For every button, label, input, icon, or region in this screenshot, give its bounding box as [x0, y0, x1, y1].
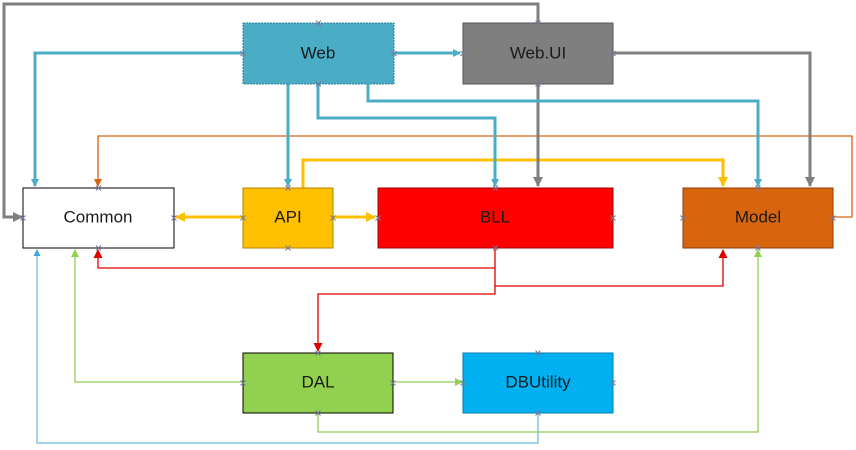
edge-web-bll	[316, 84, 499, 187]
connection-point-icon	[830, 215, 836, 221]
connection-point-icon	[315, 20, 322, 26]
edge-web-common	[31, 51, 243, 187]
node-dal[interactable]: DAL	[242, 352, 394, 414]
connection-point-icon	[315, 410, 321, 416]
connection-point-icon	[610, 215, 616, 221]
connection-point-icon	[330, 215, 336, 221]
connection-point-icon	[20, 215, 26, 221]
connection-point-icon	[535, 350, 541, 356]
node-dbutility[interactable]: DBUtility	[462, 352, 614, 414]
node-webui[interactable]: Web.UI	[462, 22, 614, 85]
connection-point-icon	[610, 50, 616, 57]
connection-point-icon	[535, 81, 541, 87]
connection-point-icon	[315, 350, 321, 356]
connection-point-icon	[460, 50, 466, 57]
node-model-label: Model	[735, 208, 781, 227]
node-web[interactable]: Web	[242, 22, 395, 85]
node-bll[interactable]: BLL	[377, 187, 614, 249]
edge-dal-model	[317, 249, 762, 433]
connection-point-icon	[240, 50, 246, 57]
connection-point-icon	[285, 245, 291, 251]
edge-dbutility-common	[33, 249, 539, 444]
connection-point-icon	[95, 245, 102, 251]
connection-point-icon	[610, 380, 616, 386]
node-common-label: Common	[64, 208, 133, 227]
edge-bll-model	[494, 249, 728, 287]
node-api-label: API	[274, 208, 301, 227]
connection-point-icon	[492, 185, 499, 191]
node-model[interactable]: Model	[682, 187, 834, 249]
connection-point-icon	[285, 185, 291, 191]
connection-point-icon	[95, 185, 102, 191]
node-api[interactable]: API	[242, 187, 334, 249]
node-bll-label: BLL	[480, 208, 510, 227]
connection-point-icon	[240, 380, 246, 386]
node-common[interactable]: Common	[22, 187, 175, 249]
connection-point-icon	[460, 380, 466, 386]
edge-bll-dal	[313, 286, 496, 352]
connection-ports	[20, 20, 836, 416]
edge-webui-common	[2, 2, 540, 222]
connection-point-icon	[535, 410, 541, 416]
connection-point-icon	[755, 245, 761, 251]
connection-point-icon	[171, 215, 177, 221]
edge-webui-model	[613, 51, 815, 187]
node-dal-label: DAL	[301, 373, 334, 392]
connection-point-icon	[390, 380, 396, 386]
connection-point-icon	[680, 215, 686, 221]
connection-point-icon	[535, 20, 541, 26]
edge-model-common	[94, 135, 853, 218]
connection-point-icon	[755, 185, 761, 191]
connection-point-icon	[375, 215, 381, 221]
edge-dal-common	[71, 249, 243, 383]
node-dbutility-label: DBUtility	[505, 373, 571, 392]
connection-point-icon	[391, 50, 397, 57]
connection-point-icon	[492, 245, 499, 251]
node-web-label: Web	[301, 44, 336, 63]
edge-api-model	[301, 158, 728, 188]
edge-bll-common	[93, 248, 496, 269]
connection-point-icon	[240, 215, 246, 221]
connection-point-icon	[315, 81, 322, 87]
node-webui-label: Web.UI	[510, 44, 566, 63]
edge-web-model	[366, 84, 762, 187]
